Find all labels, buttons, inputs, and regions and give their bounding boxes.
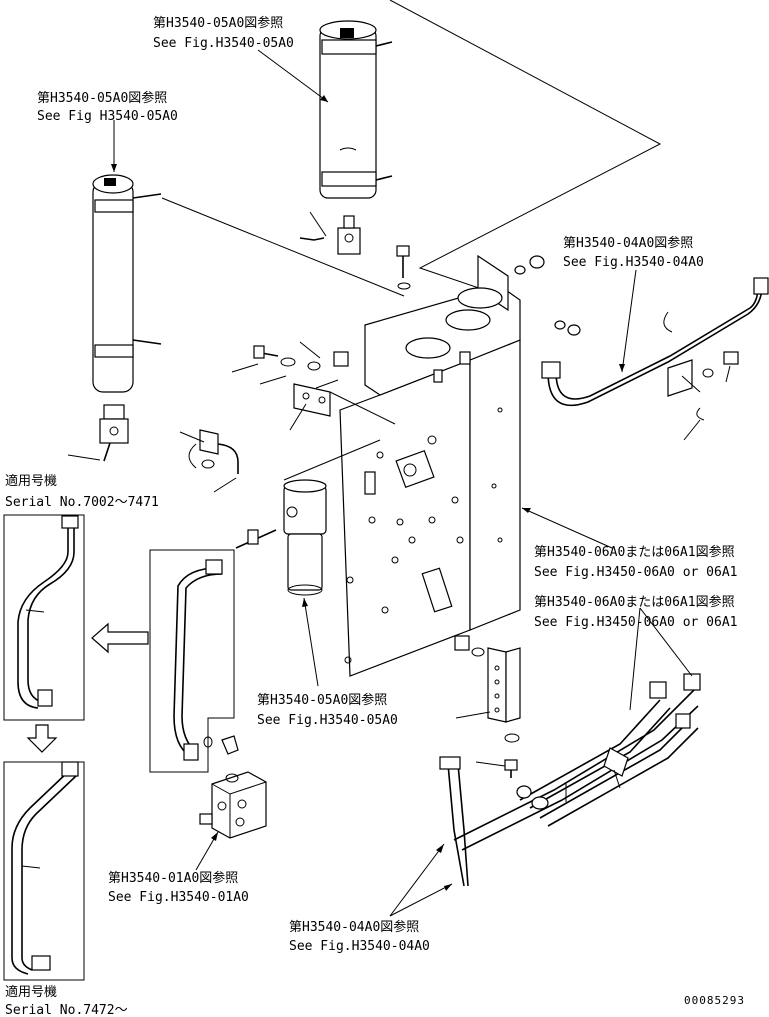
right-pipe-assembly xyxy=(541,277,769,421)
variant-arrows xyxy=(26,622,149,753)
ref-filter-jp: 第H3540-05A0図参照 xyxy=(257,692,387,708)
ref-valve-en: See Fig.H3540-01A0 xyxy=(108,890,249,905)
serial-label-bottom: 適用号機 Serial No.7472～ xyxy=(5,984,128,1017)
serial-box-top xyxy=(3,514,85,721)
ref-bottom-pipes-en: See Fig.H3540-04A0 xyxy=(289,939,430,954)
ref-right-pipe-en: See Fig.H3540-04A0 xyxy=(563,255,704,270)
ref-valve-jp: 第H3540-01A0図参照 xyxy=(108,870,238,886)
serial-box-bottom xyxy=(3,761,85,981)
ref-plate-1-en: See Fig.H3450-06A0 or 06A1 xyxy=(534,565,738,580)
ref-plate-2-jp: 第H3540-06A0または06A1図参照 xyxy=(534,594,735,610)
serial-top-jp: 適用号機 xyxy=(5,473,57,489)
bottom-pipe-bundle xyxy=(439,673,701,887)
ref-left-canister: 第H3540-05A0図参照 See Fig H3540-05A0 xyxy=(37,90,178,124)
serial-label-top: 適用号機 Serial No.7002～7471 xyxy=(5,473,159,510)
ref-plate-2: 第H3540-06A0または06A1図参照 See Fig.H3450-06A0… xyxy=(534,594,738,630)
valve-block xyxy=(199,735,267,839)
ref-right-pipe-jp: 第H3540-04A0図参照 xyxy=(563,235,693,251)
ref-left-canister-jp: 第H3540-05A0図参照 xyxy=(37,90,167,106)
ref-filter: 第H3540-05A0図参照 See Fig.H3540-05A0 xyxy=(257,692,398,728)
ref-top-canister: 第H3540-05A0図参照 See Fig.H3540-05A0 xyxy=(153,15,294,51)
hose-variant-box xyxy=(149,549,235,773)
main-mounting-plate xyxy=(339,254,521,677)
leader-lines xyxy=(111,49,731,917)
ref-top-canister-jp: 第H3540-05A0図参照 xyxy=(153,15,283,31)
drawing-number: 00085293 xyxy=(684,994,745,1007)
top-canister xyxy=(299,20,393,255)
serial-bottom-en: Serial No.7472～ xyxy=(5,1003,128,1017)
filter-unit xyxy=(235,439,381,596)
ref-bottom-pipes: 第H3540-04A0図参照 See Fig.H3540-04A0 xyxy=(289,919,430,954)
serial-bottom-jp: 適用号機 xyxy=(5,984,57,1000)
plate-top-bolts xyxy=(396,245,581,336)
ref-plate-1: 第H3540-06A0または06A1図参照 See Fig.H3450-06A0… xyxy=(534,544,738,580)
ref-plate-1-jp: 第H3540-06A0または06A1図参照 xyxy=(534,544,735,560)
ref-top-canister-en: See Fig.H3540-05A0 xyxy=(153,36,294,51)
ref-plate-2-en: See Fig.H3450-06A0 or 06A1 xyxy=(534,615,738,630)
left-canister xyxy=(67,174,162,462)
ref-filter-en: See Fig.H3540-05A0 xyxy=(257,713,398,728)
ref-bottom-pipes-jp: 第H3540-04A0図参照 xyxy=(289,919,419,935)
ref-left-canister-en: See Fig H3540-05A0 xyxy=(37,109,178,124)
vertical-bracket xyxy=(454,635,521,778)
ref-right-pipe: 第H3540-04A0図参照 See Fig.H3540-04A0 xyxy=(563,235,704,270)
serial-top-en: Serial No.7002～7471 xyxy=(5,495,159,510)
ref-valve: 第H3540-01A0図参照 See Fig.H3540-01A0 xyxy=(108,870,249,905)
